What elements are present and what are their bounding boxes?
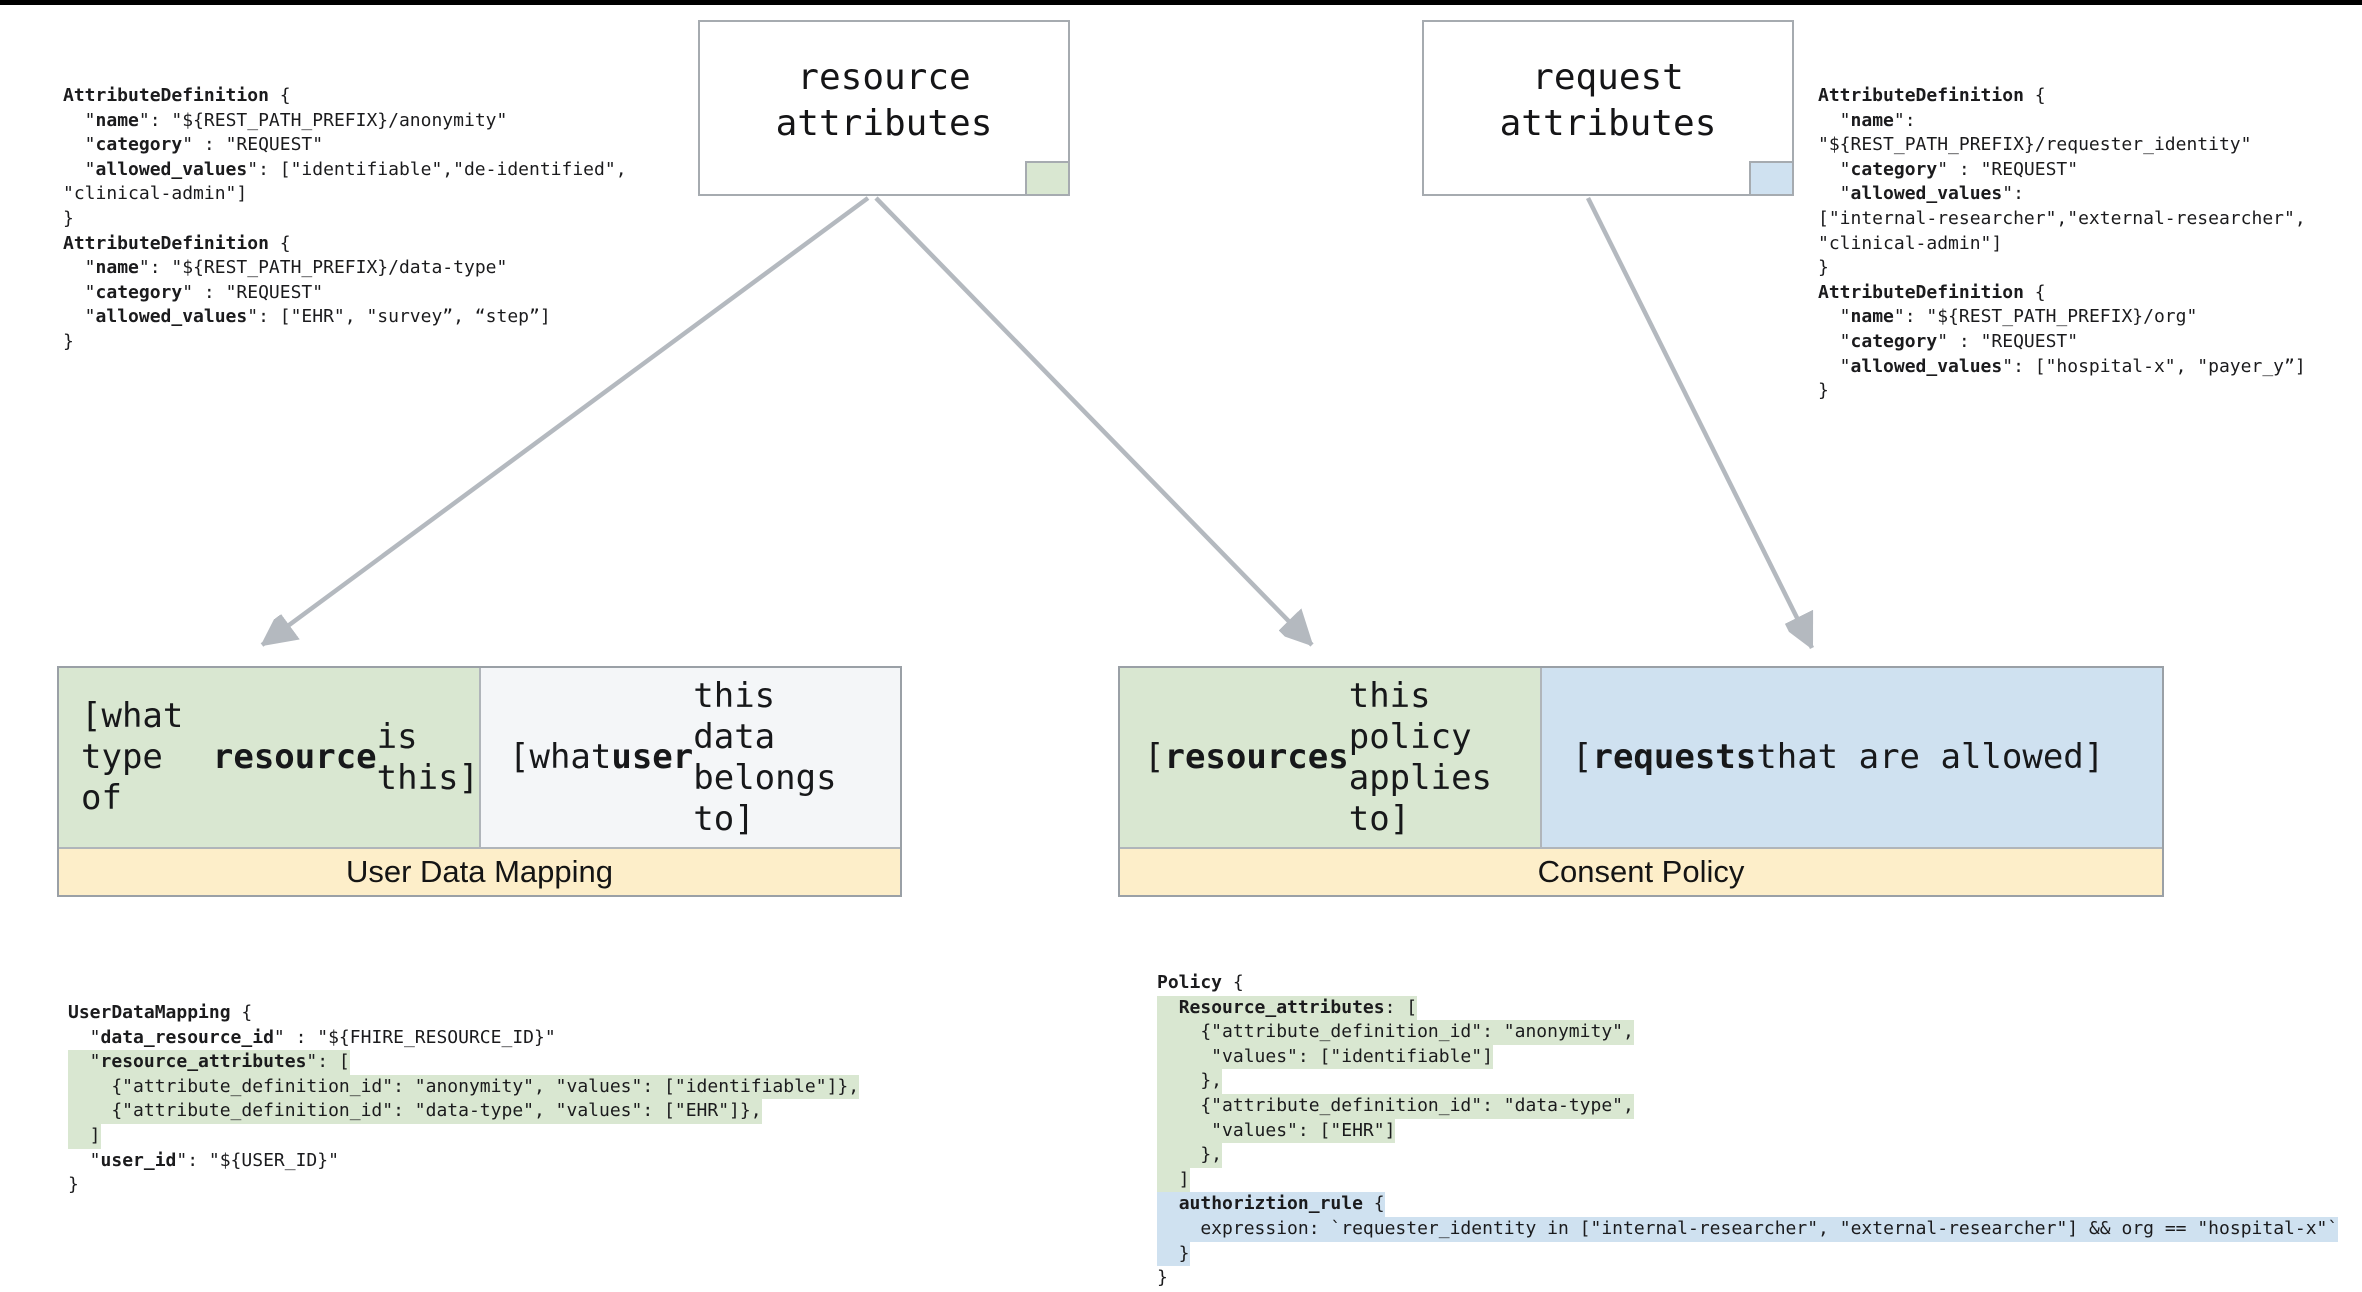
code-line: ["internal-researcher","external-researc… [1818,207,2306,229]
policy-requests-cell: [requests that are allowed] [1542,668,2162,847]
code-line: "${REST_PATH_PREFIX}/requester_identity" [1818,134,2252,156]
code-line: {"attribute_definition_id": "anonymity",… [68,1074,860,1100]
code-line: Resource_attributes: [ [1157,995,2338,1021]
resource-attributes-label: resource attributes [775,57,993,144]
code-line: "user_id": "${USER_ID}" [68,1149,339,1171]
udm-user-cell: [what user this data belongs to] [481,668,900,847]
code-line: ] [68,1123,859,1149]
request-color-swatch [1749,161,1794,196]
resource-attributes-node: resource attributes [698,20,1070,196]
code-line: "category" : "REQUEST" [63,134,324,156]
code-line: } [1157,1267,1168,1289]
code-line: UserDataMapping { [68,1002,253,1023]
udm-title: User Data Mapping [345,854,614,889]
arrow-resource-to-consent-policy [874,196,1314,645]
code-line: }, [1157,1143,2338,1168]
code-line: "name": "${REST_PATH_PREFIX}/data-type" [63,257,508,279]
request-attributes-label: request attributes [1499,57,1717,144]
code-line: authoriztion_rule { [1157,1192,2338,1217]
code-line: {"attribute_definition_id": "anonymity", [1157,1020,2338,1045]
user-data-mapping-code: UserDataMapping { "data_resource_id" : "… [68,1001,860,1198]
code-line: "category" : "REQUEST" [63,281,324,303]
code-line: "category" : "REQUEST" [1818,330,2079,352]
code-line: "allowed_values": ["identifiable","de-id… [63,158,627,180]
code-line: "category" : "REQUEST" [1818,158,2079,180]
code-line: } [1157,1241,2338,1267]
code-line: "name": "${REST_PATH_PREFIX}/anonymity" [63,109,508,131]
code-line: "clinical-admin"] [63,183,248,205]
consent-policy-title-bar: Consent Policy [1120,847,2162,895]
arrow-request-to-consent-policy [1585,196,1815,648]
code-line: AttributeDefinition { [1818,281,2046,303]
code-line: ] [1157,1167,2338,1193]
code-line: AttributeDefinition { [63,85,291,106]
code-line: "name": [1818,109,1916,131]
code-line: "data_resource_id" : "${FHIRE_RESOURCE_I… [68,1026,556,1048]
code-line: "values": ["identifiable"] [1157,1044,2338,1070]
code-line: "allowed_values": [1818,183,2024,205]
consent-policy-box: [resources this policy applies to] [requ… [1118,666,2164,897]
attribute-definitions-left-code: AttributeDefinition { "name": "${REST_PA… [63,84,627,355]
code-line: {"attribute_definition_id": "data-type",… [68,1099,859,1124]
resource-color-swatch [1025,161,1070,196]
code-line: "allowed_values": ["EHR", "survey”, “ste… [63,306,551,328]
code-line: } [1818,380,1829,402]
code-line: "clinical-admin"] [1818,232,2003,254]
policy-code: Policy { Resource_attributes: [ {"attrib… [1157,971,2339,1291]
code-line: expression: `requester_identity in ["int… [1157,1216,2339,1242]
attribute-definitions-right-code: AttributeDefinition { "name": "${REST_PAT… [1818,84,2306,404]
code-line: "values": ["EHR"] [1157,1118,2338,1144]
code-line: AttributeDefinition { [63,232,291,254]
policy-resources-cell: [resources this policy applies to] [1120,668,1542,847]
code-line: "resource_attributes": [ [68,1050,859,1075]
user-data-mapping-box: [what type of resource is this] [what us… [57,666,902,897]
consent-policy-title: Consent Policy [1537,854,1745,889]
code-line: } [1818,257,1829,279]
code-line: } [63,207,74,229]
top-border-bar [0,0,2362,5]
code-line: "name": "${REST_PATH_PREFIX}/org" [1818,306,2198,328]
code-line: } [63,330,74,352]
code-line: Policy { [1157,972,1244,993]
udm-title-bar: User Data Mapping [59,847,900,895]
code-line: AttributeDefinition { [1818,85,2046,106]
code-line: {"attribute_definition_id": "data-type", [1157,1093,2338,1119]
request-attributes-node: request attributes [1422,20,1794,196]
udm-resource-type-cell: [what type of resource is this] [59,668,481,847]
code-line: "allowed_values": ["hospital-x", "payer_… [1818,355,2306,377]
code-line: } [68,1174,79,1196]
code-line: }, [1157,1069,2338,1094]
